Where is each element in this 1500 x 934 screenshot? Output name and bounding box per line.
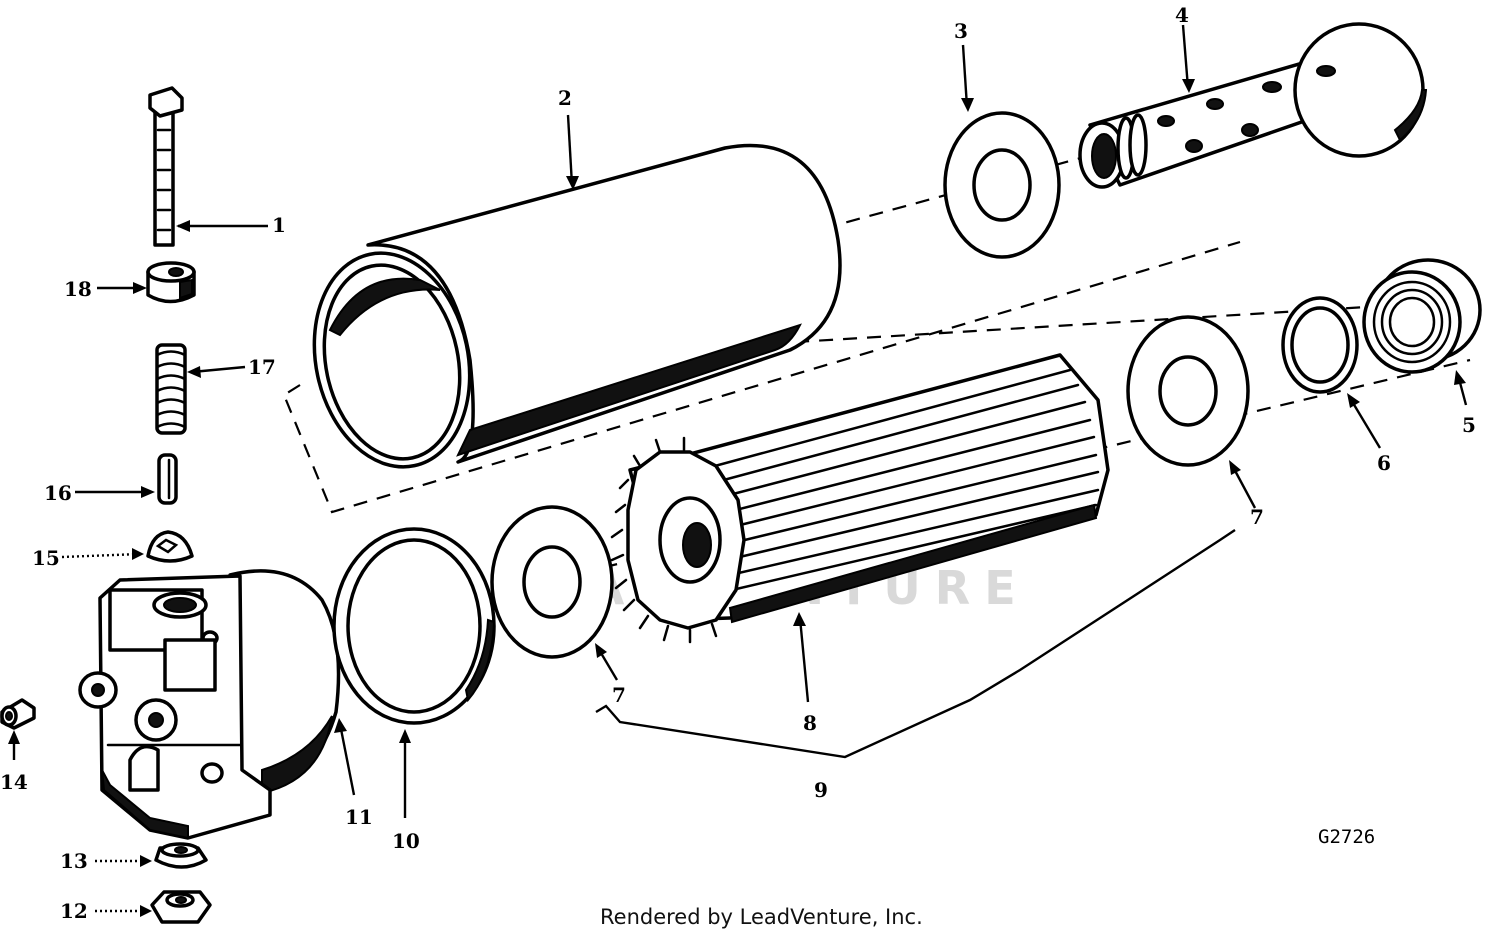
callout-17: 17: [248, 355, 276, 379]
part-18-spacer: [146, 261, 196, 304]
callout-13: 13: [60, 849, 88, 873]
leader-lines: [8, 24, 1468, 917]
part-3-washer: [943, 111, 1061, 259]
part-16-pin: [157, 453, 178, 505]
part-15-seat: [146, 530, 194, 563]
credit-text: Rendered by LeadVenture, Inc.: [600, 905, 923, 929]
callout-18: 18: [64, 277, 92, 301]
callout-10: 10: [392, 829, 420, 853]
part-7-gasket-right: [1126, 315, 1250, 467]
part-17-spring: [155, 343, 187, 435]
part-7-gasket-left: [490, 505, 614, 659]
callout-11: 11: [345, 805, 373, 829]
callout-numbers: 1 2 3 4 5 6 7 7 8 9 10 11 12 13 14 15 16…: [0, 3, 1476, 923]
callout-12: 12: [60, 899, 88, 923]
drawing-number: G2726: [1318, 826, 1375, 848]
callout-1: 1: [272, 213, 286, 237]
part-12-nut: [150, 890, 212, 924]
part-10-seal-ring: [332, 527, 496, 725]
part-6-o-ring: [1281, 296, 1359, 394]
part-13-washer: [154, 842, 208, 869]
part-2-housing-can: [312, 143, 842, 469]
callout-2: 2: [558, 86, 572, 110]
part-4-center-tube: [1078, 22, 1428, 189]
callout-9: 9: [814, 778, 828, 802]
callout-3: 3: [954, 19, 968, 43]
callout-15: 15: [32, 546, 60, 570]
callout-14: 14: [0, 770, 28, 794]
callout-16: 16: [44, 481, 72, 505]
callout-8: 8: [803, 711, 817, 735]
callout-6: 6: [1377, 451, 1391, 475]
part-14-plug: [0, 698, 36, 730]
part-1-bolt: [148, 86, 184, 247]
part-8-filter-element: [610, 353, 1110, 644]
callout-7-left: 7: [612, 683, 626, 707]
callout-5: 5: [1462, 413, 1476, 437]
callout-4: 4: [1175, 3, 1189, 27]
callout-7-right: 7: [1250, 505, 1264, 529]
part-11-filter-base: [78, 569, 341, 840]
part-5-spring: [1362, 258, 1482, 374]
